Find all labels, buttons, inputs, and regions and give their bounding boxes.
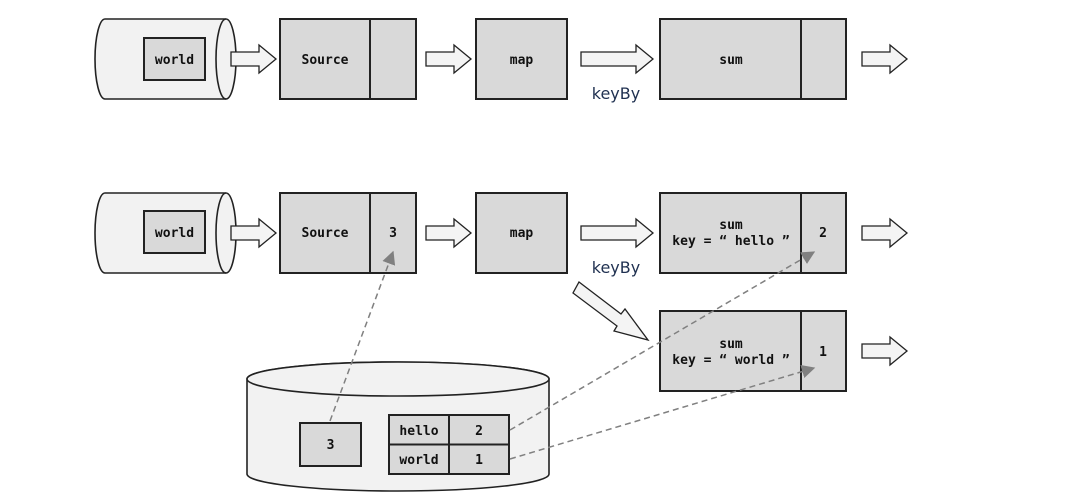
row1-sum-label: sum bbox=[719, 53, 743, 68]
table-row-world-value: 1 bbox=[475, 453, 483, 468]
row2-arrow-to-map bbox=[425, 217, 473, 249]
row1-arrow-to-map bbox=[425, 43, 473, 75]
row2-keyby-arrow bbox=[580, 217, 655, 249]
row2-source-label: Source bbox=[302, 226, 349, 241]
store-offset-value: 3 bbox=[327, 438, 335, 453]
row1-source-label: Source bbox=[302, 53, 349, 68]
sum-world-state: 1 bbox=[819, 345, 827, 360]
sum-hello-title: sum bbox=[719, 218, 743, 233]
sum-hello-output-arrow bbox=[861, 217, 909, 249]
row1-keyby-arrow bbox=[580, 43, 655, 75]
row1-sum-box bbox=[659, 18, 847, 100]
restore-line-offset bbox=[329, 250, 396, 422]
sum-world-title: sum bbox=[719, 337, 743, 352]
store-offset-box bbox=[299, 422, 362, 467]
row1-map-box bbox=[475, 18, 568, 100]
row1-queue-label: world bbox=[155, 53, 194, 68]
table-row-world-key: world bbox=[399, 453, 438, 468]
row1-queue-record bbox=[143, 37, 206, 81]
row1-map-label: map bbox=[510, 53, 534, 68]
row1-output-arrow bbox=[861, 43, 909, 75]
store-keyed-table bbox=[388, 414, 510, 475]
row2-queue-label: world bbox=[155, 226, 194, 241]
row1-keyby-label: keyBy bbox=[592, 84, 640, 103]
row2-keyby-diagonal-arrow bbox=[572, 281, 650, 342]
sum-hello-key: key = “ hello ” bbox=[672, 234, 789, 249]
row2-queue-record bbox=[143, 210, 206, 254]
table-row-hello-key: hello bbox=[399, 424, 438, 439]
row2-arrow-to-source bbox=[230, 217, 278, 249]
table-row-hello-value: 2 bbox=[475, 424, 483, 439]
row1-arrow-to-source bbox=[230, 43, 278, 75]
restore-line-world bbox=[509, 365, 816, 460]
sum-world-output-arrow bbox=[861, 335, 909, 367]
restore-line-hello bbox=[509, 251, 816, 431]
row2-source-state: 3 bbox=[389, 226, 397, 241]
row2-keyby-label: keyBy bbox=[592, 258, 640, 277]
row2-map-label: map bbox=[510, 226, 534, 241]
sum-hello-state: 2 bbox=[819, 226, 827, 241]
row2-map-box bbox=[475, 192, 568, 274]
sum-world-key: key = “ world ” bbox=[672, 353, 789, 368]
row1-source-box bbox=[279, 18, 417, 100]
